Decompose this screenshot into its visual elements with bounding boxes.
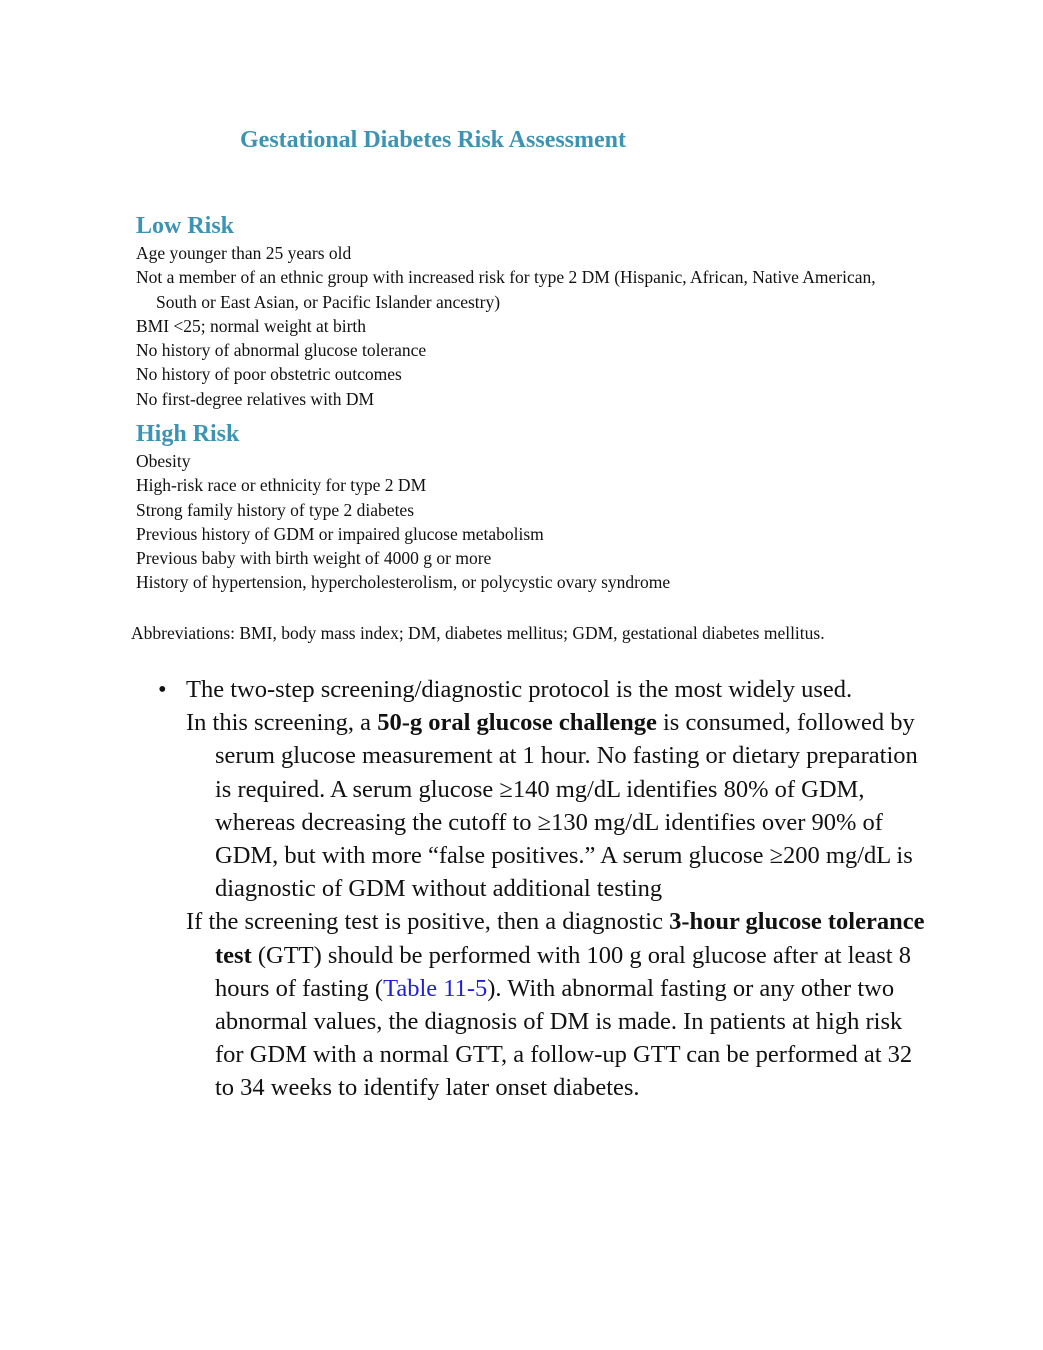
diagnostic-paragraph: If the screening test is positive, then … [186, 908, 925, 1102]
table-11-5-link[interactable]: Table 11-5 [383, 974, 488, 1002]
bullet-lead: The two-step screening/diagnostic protoc… [186, 676, 853, 703]
low-risk-list: Age younger than 25 years old Not a memb… [136, 241, 956, 411]
abbreviations-note: Abbreviations: BMI, body mass index; DM,… [131, 623, 825, 643]
high-risk-list: Obesity High-risk race or ethnicity for … [136, 449, 956, 595]
list-item: Previous baby with birth weight of 4000 … [136, 548, 492, 569]
list-item: Not a member of an ethnic group with inc… [136, 267, 876, 312]
screening-bullet: • The two-step screening/diagnostic prot… [158, 673, 928, 1105]
list-item: High-risk race or ethnicity for type 2 D… [136, 475, 427, 496]
list-item: Age younger than 25 years old [136, 243, 352, 263]
list-item: No first-degree relatives with DM [136, 388, 375, 409]
bullet-icon: • [158, 676, 167, 703]
list-item: BMI <25; normal weight at birth [136, 315, 367, 336]
high-risk-heading: High Risk [136, 421, 240, 447]
screening-paragraph: In this screening, a 50-g oral glucose c… [186, 709, 918, 903]
page-title: Gestational Diabetes Risk Assessment [240, 127, 627, 153]
list-item: History of hypertension, hypercholestero… [136, 572, 671, 593]
list-item: Strong family history of type 2 diabetes [136, 499, 415, 520]
list-item: No history of poor obstetric outcomes [136, 364, 402, 385]
low-risk-heading: Low Risk [136, 213, 235, 239]
high-risk-section: High Risk Obesity High-risk race or ethn… [136, 420, 956, 595]
list-item: Obesity [136, 451, 191, 471]
list-item: Previous history of GDM or impaired gluc… [136, 523, 544, 544]
glucose-challenge-term: 50-g oral glucose challenge [377, 709, 657, 737]
gtt-term: 3-hour glucose tolerance test [215, 908, 925, 969]
low-risk-section: Low Risk Age younger than 25 years old N… [136, 212, 956, 411]
list-item: No history of abnormal glucose tolerance [136, 340, 427, 361]
